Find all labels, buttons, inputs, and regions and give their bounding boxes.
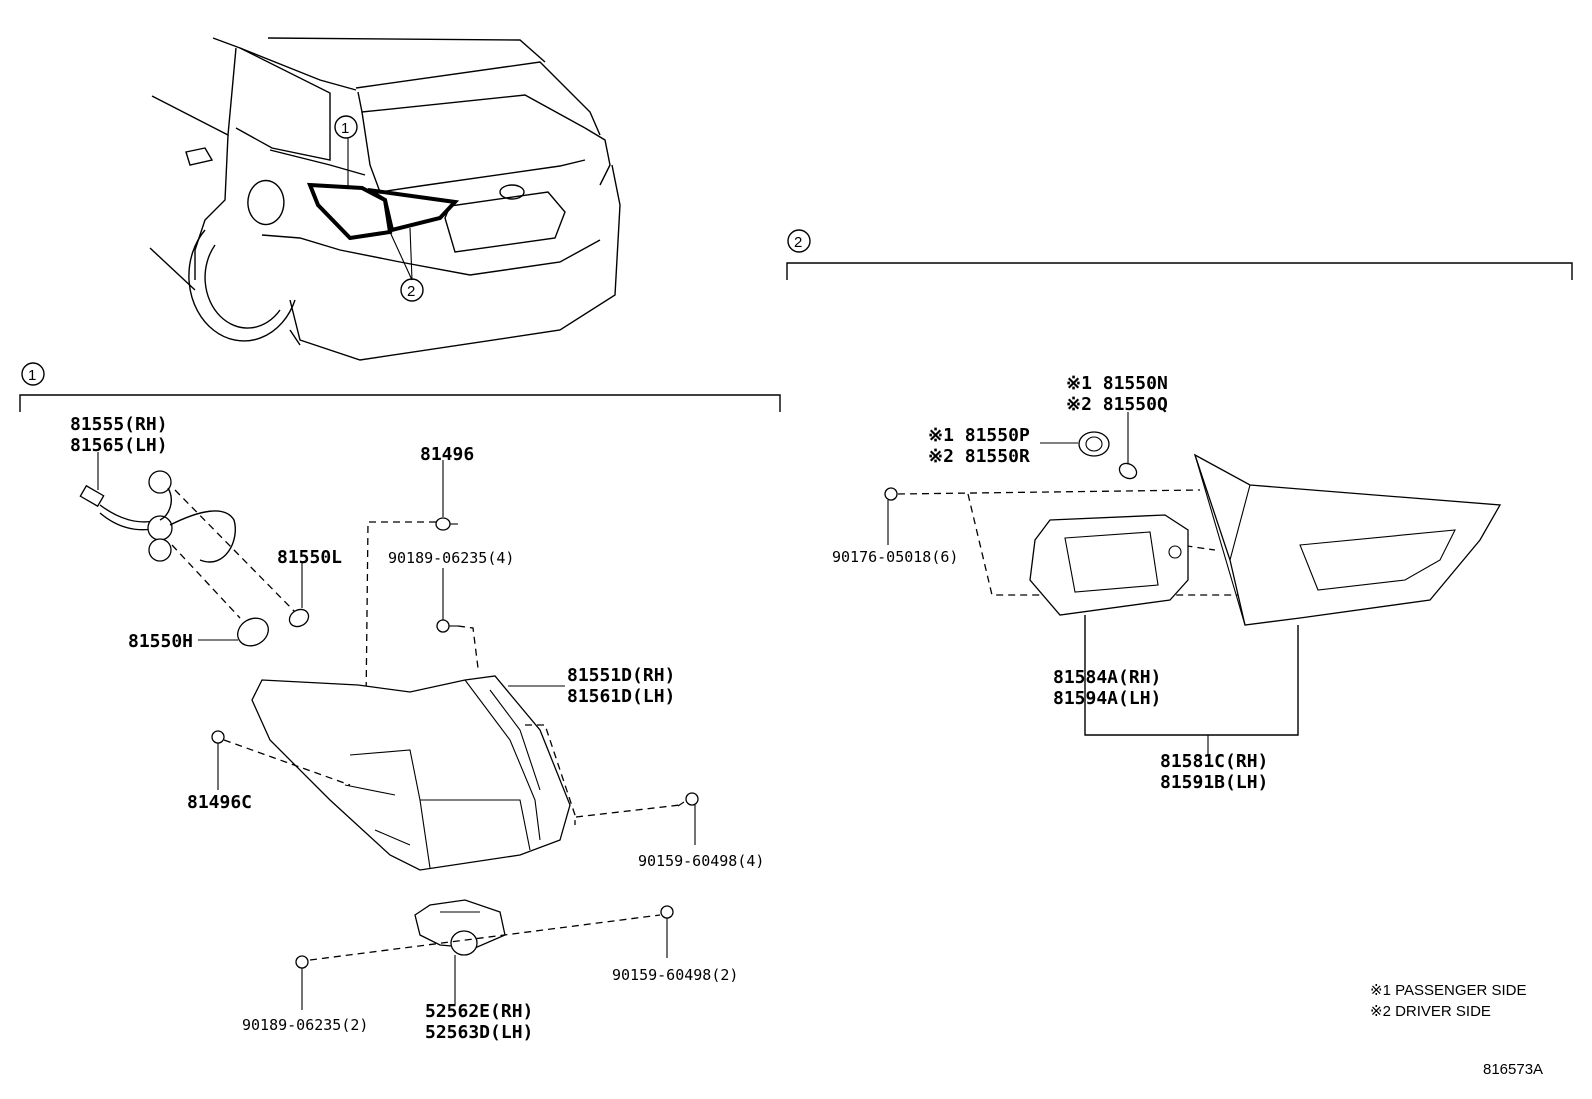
label-81550H: 81550H xyxy=(128,631,193,652)
label-81555-rh: 81555(RH) xyxy=(70,414,168,435)
label-90159-60498-2: 90159-60498(2) xyxy=(612,966,738,984)
label-81584A-rh: 81584A(RH) xyxy=(1053,667,1161,688)
inner-lamp-lens xyxy=(1029,514,1189,616)
label-90189-06235-4: 90189-06235(4) xyxy=(388,549,514,567)
bulb-81550L xyxy=(288,608,310,628)
label-81594A-lh: 81594A(LH) xyxy=(1053,688,1161,709)
label-81550R: ※2 81550R xyxy=(928,446,1030,467)
bulb-81496 xyxy=(435,517,458,531)
label-81561D-lh: 81561D(LH) xyxy=(567,686,675,707)
label-81581C-rh: 81581C(RH) xyxy=(1160,751,1268,772)
svg-text:2: 2 xyxy=(794,234,802,251)
note-driver-side: ※2 DRIVER SIDE xyxy=(1370,1003,1491,1020)
section-2-bracket xyxy=(786,262,1573,280)
screw-90189-06235-4 xyxy=(436,619,458,633)
section-2-marker: 2 xyxy=(787,229,811,253)
bulb-81550H xyxy=(237,617,269,647)
label-81550L: 81550L xyxy=(277,547,342,568)
screw-90189-06235-2 xyxy=(295,955,309,969)
label-81550N: ※1 81550N xyxy=(1066,373,1168,394)
section-1-marker: 1 xyxy=(21,362,45,386)
note-passenger-side: ※1 PASSENGER SIDE xyxy=(1370,982,1527,999)
label-81551D-rh: 81551D(RH) xyxy=(567,665,675,686)
label-90176-05018-6: 90176-05018(6) xyxy=(832,548,958,566)
label-52563D-lh: 52563D(LH) xyxy=(425,1022,533,1043)
bracket-52562E xyxy=(414,899,506,956)
screw-90159-60498-4 xyxy=(677,792,699,807)
label-52562E-rh: 52562E(RH) xyxy=(425,1001,533,1022)
label-81550P: ※1 81550P xyxy=(928,425,1030,446)
bulb-81550N xyxy=(1118,462,1138,480)
label-81591B-lh: 81591B(LH) xyxy=(1160,772,1268,793)
assembly-bracket xyxy=(1084,615,1299,736)
label-90189-06235-2: 90189-06235(2) xyxy=(242,1016,368,1034)
label-81550Q: ※2 81550Q xyxy=(1066,394,1168,415)
screw-90176-05018-6 xyxy=(884,487,898,501)
label-90159-60498-4: 90159-60498(4) xyxy=(638,852,764,870)
vehicle-illustration xyxy=(149,37,621,361)
svg-text:1: 1 xyxy=(28,367,36,384)
label-81496C: 81496C xyxy=(187,792,252,813)
svg-text:1: 1 xyxy=(341,120,349,137)
section-1-bracket xyxy=(19,394,781,412)
figure-id: 816573A xyxy=(1483,1061,1543,1078)
socket-wire-harness xyxy=(79,470,236,563)
clip-81496C xyxy=(211,730,225,744)
socket-81550P xyxy=(1078,431,1110,457)
label-81496: 81496 xyxy=(420,444,474,465)
callout-2-vehicle: 2 xyxy=(400,278,424,302)
screw-90159-60498-2 xyxy=(660,905,674,919)
bulb-81550H-leader xyxy=(171,544,241,619)
label-81565-lh: 81565(LH) xyxy=(70,435,168,456)
svg-text:2: 2 xyxy=(407,283,415,300)
inner-lamp-housing xyxy=(1193,453,1502,626)
bulb-81550L-leader xyxy=(174,489,296,613)
outer-rear-lamp xyxy=(251,675,571,871)
callout-1-vehicle: 1 xyxy=(334,115,358,139)
